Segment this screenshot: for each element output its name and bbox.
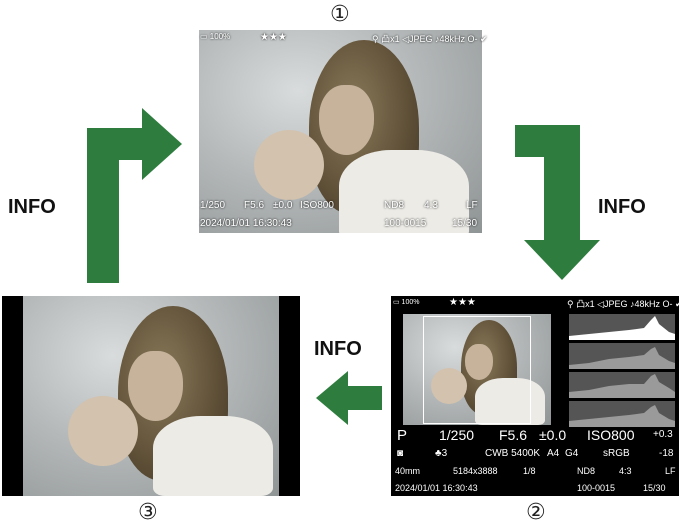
histogram-blue — [569, 401, 675, 427]
metering-icon: ◙ — [397, 448, 404, 459]
screen-1-top-right-status: ⚲ 凸x1 ◁JPEG ♪48kHz O‑ ✔ — [372, 34, 488, 44]
screen-2-exp-comp: ±0.0 — [539, 427, 567, 443]
screen-3-photo — [23, 296, 279, 496]
screen-2-wb-g: G4 — [565, 448, 579, 459]
screen-1-marker: ① — [330, 2, 350, 27]
screen-2-color-space: sRGB — [603, 448, 630, 459]
screen-2-file-number: 100-0015 — [577, 483, 616, 493]
battery-icon: ▭ 100% — [200, 32, 231, 41]
screen-1-aperture: F5.6 — [244, 200, 265, 211]
screen-2-top-right-status: ⚲ 凸x1 ◁JPEG ♪48kHz O‑ ✔ — [567, 299, 681, 309]
screen-1-stars: ★★★ — [260, 32, 287, 43]
shooting-mode: P — [397, 427, 408, 444]
histogram-red — [569, 343, 675, 369]
screen-2-frame: ▭ 100% ★★★ ⚲ 凸x1 ◁JPEG ♪48kHz O‑ ✔ P 1/2… — [391, 296, 681, 496]
screen-2-wb: CWB 5400K — [485, 448, 541, 459]
screen-2-aperture: F5.6 — [499, 427, 528, 443]
histogram-luminance — [569, 314, 675, 340]
screen-2-marker: ② — [526, 500, 546, 525]
screen-1-exp-comp: ±0.0 — [273, 200, 293, 211]
screen-2-stars: ★★★ — [449, 297, 476, 308]
screen-1-photo — [199, 30, 482, 233]
zoom-frame — [423, 316, 531, 424]
info-label-middle: INFO — [314, 338, 362, 360]
screen-1-nd: ND8 — [384, 200, 405, 211]
arrow-up-right-icon — [87, 108, 182, 283]
screen-1-iso: ISO800 — [300, 200, 334, 211]
screen-1-datetime: 2024/01/01 16:30:43 — [200, 218, 292, 229]
screen-2-datetime: 2024/01/01 16:30:43 — [395, 483, 478, 493]
screen-2-wb-a: A4 — [547, 448, 560, 459]
screen-2-iso: ISO800 — [587, 427, 635, 443]
screen-3-frame — [2, 296, 300, 496]
screen-2-focal: 40mm — [395, 466, 421, 476]
screen-1-shutter: 1/250 — [200, 200, 226, 211]
screen-1-aspect: 4:3 — [424, 200, 438, 211]
arrow-left-icon — [316, 371, 382, 425]
arrow-right-down-icon — [515, 125, 600, 280]
screen-2-aspect: 4:3 — [619, 466, 632, 476]
screen-2-flash-comp: +0.3 — [653, 429, 673, 440]
screen-3-marker: ③ — [138, 500, 158, 525]
screen-1-file-number: 100-0015 — [384, 218, 427, 229]
screen-2-nd: ND8 — [577, 466, 596, 476]
screen-2-shutter: 1/250 — [439, 427, 475, 443]
info-label-left: INFO — [8, 196, 56, 218]
info-label-top-right: INFO — [598, 196, 646, 218]
screen-2-thumbnail — [403, 314, 551, 425]
screen-2-wb-icon: ♣3 — [435, 448, 448, 459]
screen-2-quality: LF — [665, 466, 676, 476]
battery-icon: ▭ 100% — [393, 299, 420, 306]
histogram-green — [569, 372, 675, 398]
screen-2-af-adj: -18 — [659, 448, 674, 459]
screen-2-size: 5184x3888 — [453, 466, 498, 476]
screen-1-quality: LF — [466, 200, 478, 211]
screen-2-counter: 15/30 — [643, 483, 666, 493]
screen-2-ratio: 1/8 — [523, 466, 536, 476]
screen-1-counter: 15/30 — [452, 218, 478, 229]
